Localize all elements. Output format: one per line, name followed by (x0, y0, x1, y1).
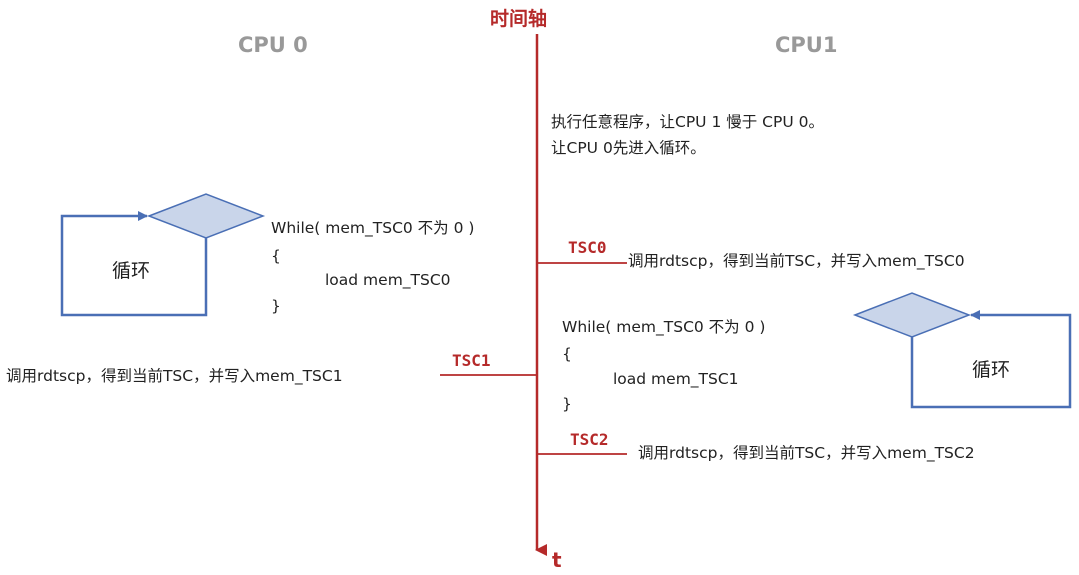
cpu1-code-line-1: While( mem_TSC0 不为 0 ) (562, 318, 766, 336)
tsc1-marker: TSC1 (452, 351, 491, 370)
cpu1-code-line-2: { (562, 345, 572, 363)
cpu1-title: CPU1 (775, 33, 838, 57)
cpu1-code-line-4: } (562, 395, 572, 413)
cpu1-action-tsc0: 调用rdtscp，得到当前TSC，并写入mem_TSC0 (628, 252, 965, 270)
cpu0-code-line-2: { (271, 247, 281, 265)
tsc2-marker: TSC2 (570, 430, 609, 449)
cpu1-intro-line-1: 执行任意程序，让CPU 1 慢于 CPU 0。 (551, 113, 824, 131)
tsc0-marker: TSC0 (568, 238, 607, 257)
cpu0-loop-label: 循环 (112, 260, 151, 282)
cpu0-code-line-1: While( mem_TSC0 不为 0 ) (271, 219, 475, 237)
cpu1-loop-label: 循环 (972, 359, 1011, 381)
cpu0-loop-path (60, 211, 208, 317)
timeline-end-label: t (552, 548, 562, 572)
cpu0-code-line-3: load mem_TSC0 (325, 271, 451, 289)
timeline-title: 时间轴 (490, 8, 548, 30)
cpu0-action-tsc1: 调用rdtscp，得到当前TSC，并写入mem_TSC1 (6, 367, 343, 385)
cpu1-intro-line-2: 让CPU 0先进入循环。 (551, 139, 706, 157)
cpu1-action-tsc2: 调用rdtscp，得到当前TSC，并写入mem_TSC2 (638, 444, 975, 462)
cpu0-title: CPU 0 (238, 33, 308, 57)
cpu0-code-line-4: } (271, 297, 281, 315)
cpu0-decision-diamond (146, 193, 266, 239)
cpu1-loop-path (910, 310, 1072, 409)
cpu1-code-line-3: load mem_TSC1 (613, 370, 739, 388)
cpu1-decision-diamond (852, 292, 972, 338)
